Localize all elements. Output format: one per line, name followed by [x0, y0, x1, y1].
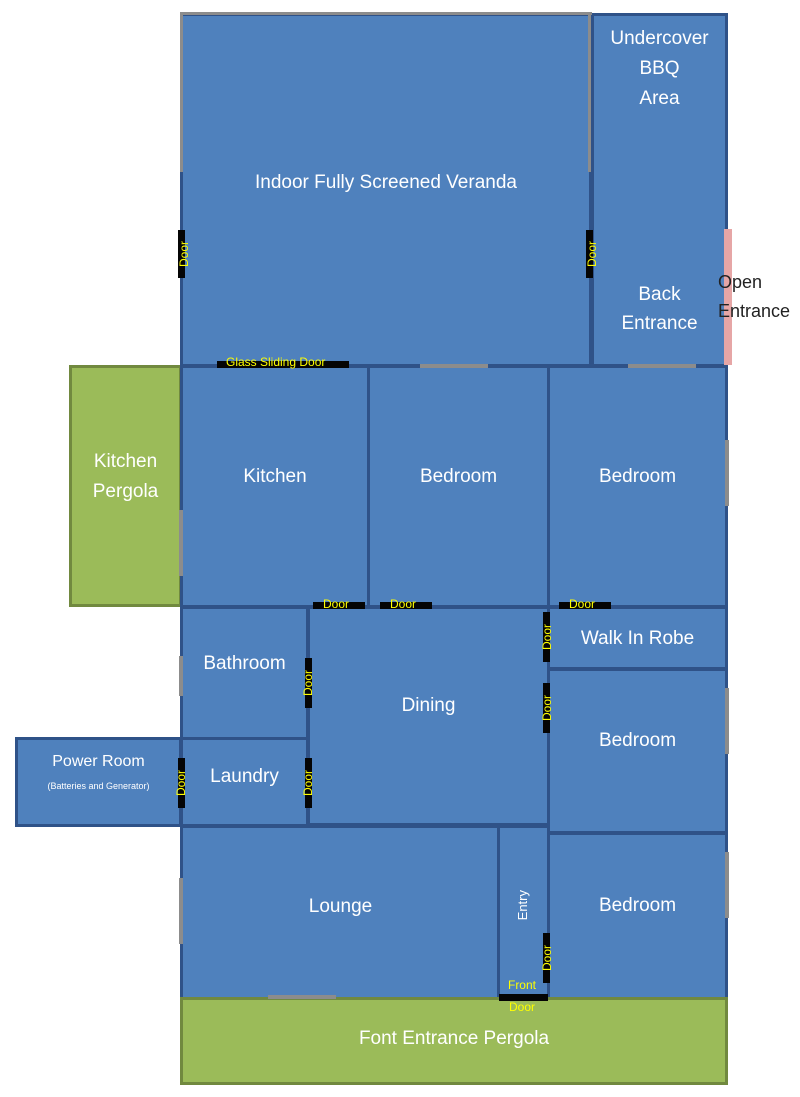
door-label-veranda-west: Door [177, 241, 191, 268]
room-label-lounge: Lounge [308, 896, 373, 917]
room-label-kitchen-pergola-line-2: Pergola [92, 481, 159, 502]
door-label-kitchen: Door [323, 597, 350, 611]
door-walk-in-robe[interactable] [543, 612, 550, 662]
room-label-bedroom-mid: Bedroom [598, 730, 677, 751]
room-label-bbq-line-3: Area [639, 88, 680, 109]
room-label-kitchen: Kitchen [243, 466, 307, 487]
door-label-laundry: Door [301, 770, 315, 797]
kitchen-pergola: Kitchen Pergola [69, 365, 182, 607]
room-label-laundry: Laundry [210, 766, 279, 787]
veranda-top-wall-gray [180, 12, 592, 15]
glass-sliding-door-label: Glass Sliding Door [226, 355, 326, 369]
front-door-label-line-2: Door [508, 1000, 535, 1014]
bedroom-bottom-east-window [725, 852, 729, 918]
open-entrance-label-line-1: Open [718, 272, 763, 292]
room-label-veranda: Indoor Fully Screened Veranda [255, 172, 517, 193]
door-bedroom-bottom[interactable] [543, 933, 550, 983]
room-bedroom-center: Bedroom [367, 365, 550, 608]
bedroom-right-east-window [725, 440, 729, 506]
bedroom-mid-east-window [725, 688, 729, 754]
door-label-veranda-bbq: Door [585, 241, 599, 268]
room-bathroom: Bathroom [180, 606, 309, 740]
room-label-bedroom-center: Bedroom [419, 466, 498, 487]
veranda-right-window [588, 14, 591, 172]
open-entrance-label-line-2: Entrance [718, 301, 791, 321]
kitchen-pergola-divider [179, 510, 183, 576]
room-laundry: Laundry [180, 737, 309, 827]
room-label-bbq-line-1: Undercover [610, 28, 709, 49]
door-label-bedroom-right: Door [569, 597, 596, 611]
lounge-bottom-window [268, 995, 336, 999]
room-label-back-entrance-line-2: Entrance [621, 313, 698, 334]
door-label-bedroom-center: Door [390, 597, 417, 611]
room-label-front-pergola: Font Entrance Pergola [358, 1028, 550, 1049]
lounge-west-window [179, 878, 183, 944]
door-bedroom-right[interactable] [559, 602, 611, 609]
door-label-power-room: Door [174, 770, 188, 797]
bathroom-west-window [179, 656, 183, 696]
door-veranda-bbq[interactable] [586, 230, 593, 278]
door-kitchen[interactable] [313, 602, 365, 609]
open-entrance-marker [724, 229, 732, 365]
room-bedroom-bottom: Bedroom [547, 832, 728, 1000]
door-laundry[interactable] [305, 758, 312, 808]
door-bathroom[interactable] [305, 658, 312, 708]
room-bbq-area: Undercover BBQ Area Back Entrance [591, 13, 728, 367]
room-label-bbq-line-2: BBQ [639, 58, 680, 79]
front-door-label-line-1: Front [507, 978, 536, 992]
room-dining: Dining [307, 606, 550, 826]
room-label-power-room-note: (Batteries and Generator) [47, 781, 150, 791]
door-bedroom-mid[interactable] [543, 683, 550, 733]
door-power-room[interactable] [178, 758, 185, 808]
door-label-bedroom-mid: Door [540, 695, 554, 722]
room-label-walk-in-robe: Walk In Robe [580, 628, 695, 649]
room-kitchen: Kitchen [180, 365, 370, 608]
bbq-bottom-window [628, 364, 696, 368]
room-power-room: Power Room (Batteries and Generator) [15, 737, 182, 827]
door-veranda-west[interactable] [178, 230, 185, 278]
room-veranda: Indoor Fully Screened Veranda [180, 13, 592, 367]
door-bedroom-center[interactable] [380, 602, 432, 609]
room-lounge: Lounge [180, 825, 501, 1000]
room-label-bedroom-right: Bedroom [598, 466, 677, 487]
glass-sliding-door[interactable] [217, 361, 349, 368]
room-bedroom-right: Bedroom [547, 365, 728, 608]
room-bedroom-mid: Bedroom [547, 668, 728, 834]
door-label-bathroom: Door [301, 670, 315, 697]
front-entrance-pergola: Font Entrance Pergola [180, 997, 728, 1085]
front-door[interactable] [499, 994, 548, 1001]
room-label-bedroom-bottom: Bedroom [598, 895, 677, 916]
veranda-left-window [180, 14, 183, 172]
room-label-bathroom: Bathroom [203, 653, 286, 674]
room-label-dining: Dining [401, 695, 456, 716]
room-label-kitchen-pergola-line-1: Kitchen [93, 451, 158, 472]
room-label-power-room: Power Room [52, 753, 145, 770]
door-label-walk-in-robe: Door [540, 624, 554, 651]
room-label-entry: Entry [515, 890, 530, 921]
veranda-bottom-window [420, 364, 488, 368]
room-walk-in-robe: Walk In Robe [547, 606, 728, 670]
room-label-back-entrance-line-1: Back [638, 284, 681, 305]
